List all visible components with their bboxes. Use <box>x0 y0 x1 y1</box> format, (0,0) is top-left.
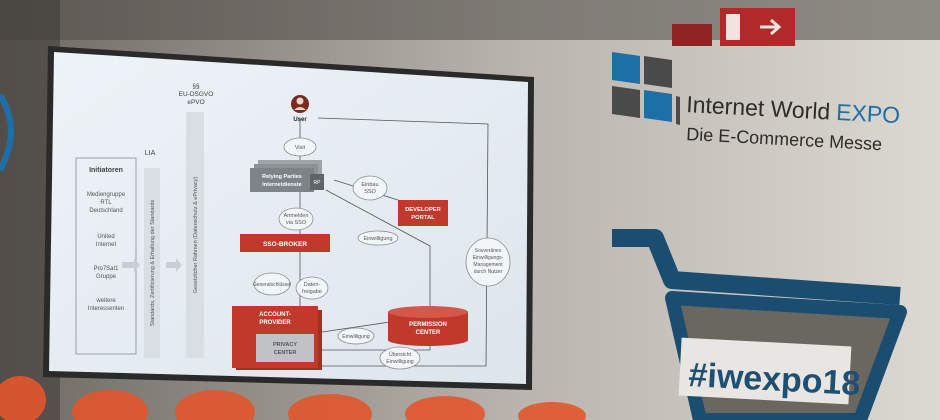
left-blue-ring <box>0 93 14 172</box>
user-label: User <box>293 117 307 123</box>
souveraenes-line: Souveränes <box>475 248 502 254</box>
privacy-center-line: PRIVACY <box>273 342 297 348</box>
developer-portal-box <box>398 200 448 226</box>
souveraenes-line: Management <box>473 262 503 268</box>
relying-parties-line: Internetdienste <box>262 182 301 188</box>
anmelden-bubble <box>278 207 314 231</box>
user-head <box>296 97 304 105</box>
permission-center-line: PERMISSION <box>409 322 447 328</box>
initiators-heading: Initiatoren <box>89 167 123 174</box>
rp-tag-label: RP <box>314 180 322 186</box>
hashtag-backing <box>678 337 852 405</box>
sso-broker-label: SSO-BROKER <box>263 241 307 248</box>
slide-diagram: Initiatoren Mediengruppe RTL Deutschland… <box>75 83 511 370</box>
initiator-entry: RTL <box>100 200 112 206</box>
sso-broker-box <box>240 234 330 252</box>
rp-tag <box>310 174 324 190</box>
permission-center-top <box>388 306 468 318</box>
initiator-entry: Interessenten <box>88 306 124 312</box>
souveraenes-line: Einwilligungs- <box>473 255 504 261</box>
law-header-line: §§ <box>192 83 200 90</box>
relying-parties-line: Relying Parties <box>262 174 302 180</box>
uebersicht-line: Übersicht <box>389 351 411 358</box>
souveraenes-bubble <box>465 237 511 287</box>
permission-center-line: CENTER <box>416 330 441 336</box>
user-body <box>294 107 306 110</box>
permission-center-bottom <box>388 334 468 346</box>
uebersicht-bubble <box>379 346 421 370</box>
lia-column-text: Standards, Zertifizierung & Erhaltung de… <box>150 200 156 327</box>
datenfreigabe-line: Daten- <box>304 282 321 288</box>
initiator-entry: Deutschland <box>89 208 122 214</box>
developer-portal-line: PORTAL <box>411 215 435 221</box>
initiators-panel <box>75 157 137 355</box>
initiator-entry: United <box>97 234 114 240</box>
initiator-entry: Gruppe <box>96 274 117 280</box>
flow-arrow-icon <box>166 258 182 272</box>
exit-sign <box>672 8 795 46</box>
hashtag-text: #iwexpo18 <box>688 356 862 403</box>
flow-line <box>325 189 431 306</box>
privacy-center-box <box>256 334 314 362</box>
foreground-orange-letters <box>0 376 586 420</box>
privacy-center-line: CENTER <box>274 350 297 356</box>
einwilligung-bubble <box>337 327 375 345</box>
anmelden-line: via SSO <box>286 220 307 226</box>
initiator-entry: Internet <box>96 242 117 248</box>
law-header-line: EU-DSGVO <box>179 91 214 98</box>
souveraenes-line: durch Nutzer <box>474 269 503 275</box>
lia-column <box>144 168 160 358</box>
anmelden-line: Anmelden <box>284 213 309 219</box>
law-column <box>186 112 204 358</box>
generalschluessel-label: Generalschlüssel <box>253 282 291 288</box>
flow-arrow-icon <box>122 258 140 272</box>
law-column-text: Gesetzlicher Rahmen (Datenschutz & ePriv… <box>193 177 199 294</box>
einwilligung-bubble <box>357 230 399 246</box>
account-provider-line: PROVIDER <box>259 320 291 326</box>
initiator-entry: Mediengruppe <box>87 192 126 198</box>
account-provider-line: ACCOUNT- <box>259 312 291 318</box>
flow-line <box>321 321 391 333</box>
einbau-sso-line: Einbau <box>361 182 378 188</box>
initiator-entry: weitere <box>95 298 116 304</box>
ceiling-shadow <box>0 0 940 40</box>
initiator-entry: Pro7Sat1 <box>93 266 119 272</box>
datenfreigabe-line: freigabe <box>302 289 322 295</box>
uebersicht-line: Einwilligung <box>386 359 414 365</box>
visit-label: Visit <box>295 145 306 151</box>
einwilligung-label: Einwilligung <box>363 236 392 242</box>
generalschluessel-bubble <box>253 272 291 296</box>
einwilligung-label: Einwilligung <box>342 334 370 340</box>
relying-parties-box <box>250 168 314 192</box>
lia-label: LIA <box>145 150 156 157</box>
brand-logo-icon <box>612 52 680 125</box>
law-header-line: ePVO <box>187 99 204 106</box>
einbau-sso-bubble <box>352 175 388 201</box>
einbau-sso-line: SSO <box>364 189 376 195</box>
visit-bubble <box>283 137 317 157</box>
developer-portal-line: DEVELOPER <box>405 207 442 213</box>
datenfreigabe-bubble <box>295 276 329 300</box>
